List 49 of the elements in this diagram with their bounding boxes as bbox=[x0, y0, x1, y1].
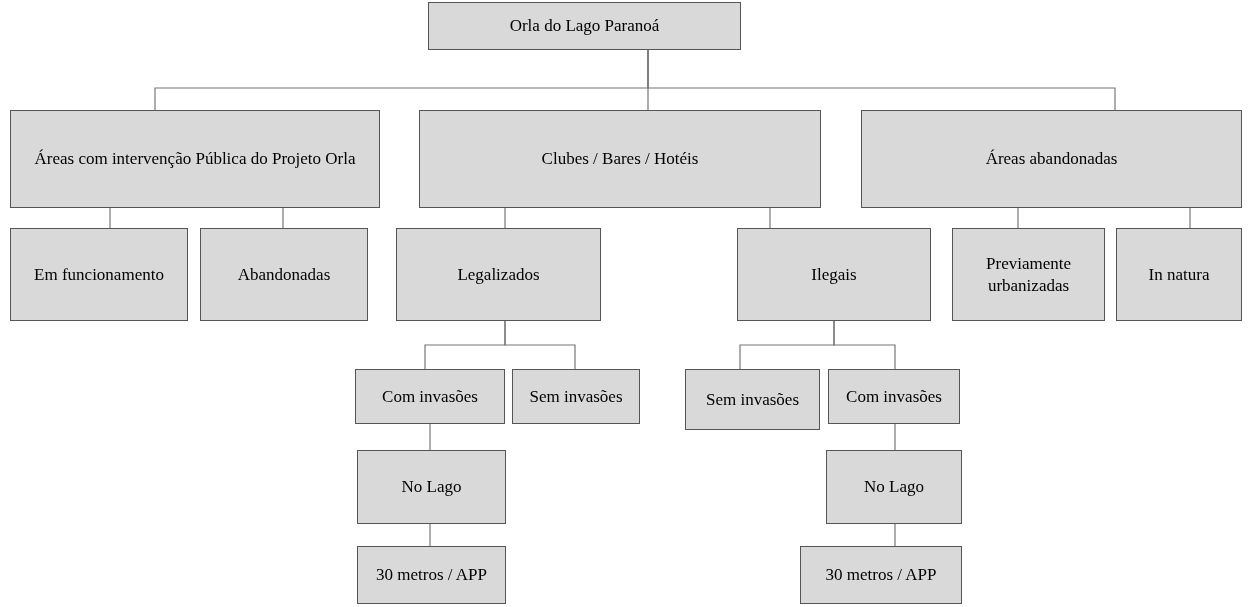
category-box bbox=[419, 110, 821, 208]
connector-line bbox=[429, 523, 431, 547]
box-label: Clubes / Bares / Hotéis bbox=[541, 148, 699, 170]
category-box bbox=[10, 110, 380, 208]
category-box bbox=[10, 228, 188, 321]
category-box bbox=[1116, 228, 1242, 321]
box-label: No Lago bbox=[864, 476, 924, 498]
connector-line bbox=[504, 320, 576, 370]
box-label: Abandonadas bbox=[237, 263, 331, 286]
category-box bbox=[800, 546, 962, 604]
category-box bbox=[355, 369, 505, 424]
box-label: Com invasões bbox=[846, 385, 942, 408]
category-box bbox=[357, 546, 506, 604]
connector-line bbox=[1189, 207, 1191, 229]
box-label: Previamente urbanizadas bbox=[985, 253, 1072, 296]
connector-line bbox=[769, 207, 771, 229]
category-box bbox=[428, 2, 741, 50]
connector-line bbox=[647, 49, 1116, 111]
connector-line bbox=[504, 207, 506, 229]
category-box bbox=[952, 228, 1105, 321]
category-box bbox=[828, 369, 960, 424]
connector-line bbox=[894, 423, 896, 451]
category-box bbox=[396, 228, 601, 321]
connector-line bbox=[833, 320, 896, 370]
category-box bbox=[200, 228, 368, 321]
category-box bbox=[861, 110, 1242, 208]
connector-line bbox=[894, 523, 896, 547]
box-label: 30 metros / APP bbox=[825, 564, 937, 586]
box-label: No Lago bbox=[401, 476, 462, 498]
box-label: Orla do Lago Paranoá bbox=[509, 15, 660, 37]
category-box bbox=[512, 369, 640, 424]
connector-line bbox=[282, 207, 284, 229]
box-label: Legalizados bbox=[457, 263, 540, 286]
category-box bbox=[685, 369, 820, 430]
box-label: Sem invasões bbox=[706, 388, 799, 411]
category-box bbox=[826, 450, 962, 524]
category-box bbox=[737, 228, 931, 321]
box-label: In natura bbox=[1148, 263, 1210, 286]
connector-line bbox=[1017, 207, 1019, 229]
box-label: 30 metros / APP bbox=[376, 564, 487, 586]
box-label: Em funcionamento bbox=[34, 263, 164, 286]
box-label: Áreas abandonadas bbox=[985, 148, 1118, 170]
category-box bbox=[357, 450, 506, 524]
connector-line bbox=[429, 423, 431, 451]
box-label: Sem invasões bbox=[529, 385, 623, 408]
box-label: Ilegais bbox=[811, 263, 857, 286]
box-label: Áreas com intervenção Pública do Projeto Orla bbox=[34, 148, 356, 170]
connector-line bbox=[109, 207, 111, 229]
box-label: Com invasões bbox=[382, 385, 478, 408]
